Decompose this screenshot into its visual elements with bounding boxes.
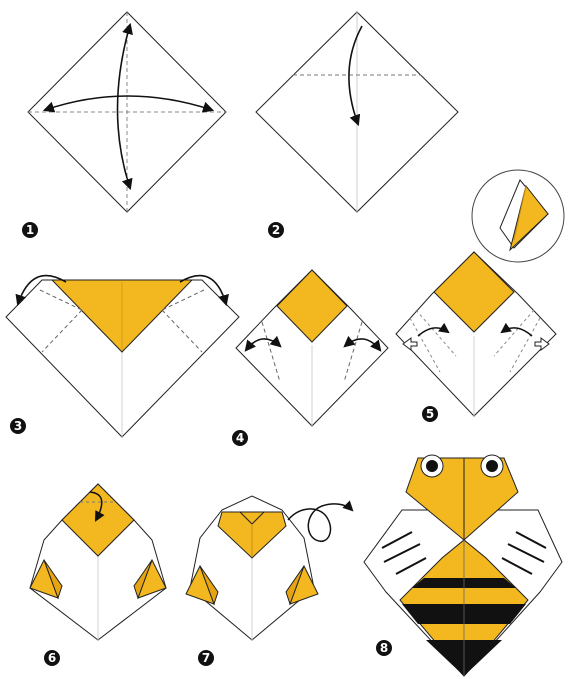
step-number-2: 2	[272, 223, 280, 237]
detail-magnifier	[472, 170, 564, 262]
step-2-figure	[256, 12, 458, 212]
step-badge-6: 6	[44, 650, 60, 666]
step-5-figure	[396, 252, 556, 416]
step-8-finished-bee	[364, 455, 562, 676]
step-4-figure	[236, 270, 388, 426]
step-number-6: 6	[48, 651, 56, 665]
step-number-8: 8	[380, 641, 388, 655]
step-number-4: 4	[236, 431, 244, 445]
step-number-7: 7	[202, 651, 210, 665]
step-badge-4: 4	[232, 430, 248, 446]
step-7-figure	[186, 496, 352, 640]
step-badge-3: 3	[10, 418, 26, 434]
step-badge-7: 7	[198, 650, 214, 666]
step-number-1: 1	[26, 223, 34, 237]
step-badge-8: 8	[376, 640, 392, 656]
step-1-figure	[28, 12, 226, 212]
step-badge-5: 5	[422, 406, 438, 422]
step-number-3: 3	[14, 419, 22, 433]
bee-eye-right-pupil	[486, 460, 498, 472]
step-badge-2: 2	[268, 222, 284, 238]
step-number-5: 5	[426, 407, 434, 421]
bee-eye-left-pupil	[426, 460, 438, 472]
step-6-figure	[30, 484, 166, 640]
step-badge-1: 1	[22, 222, 38, 238]
step-3-figure	[6, 276, 239, 437]
